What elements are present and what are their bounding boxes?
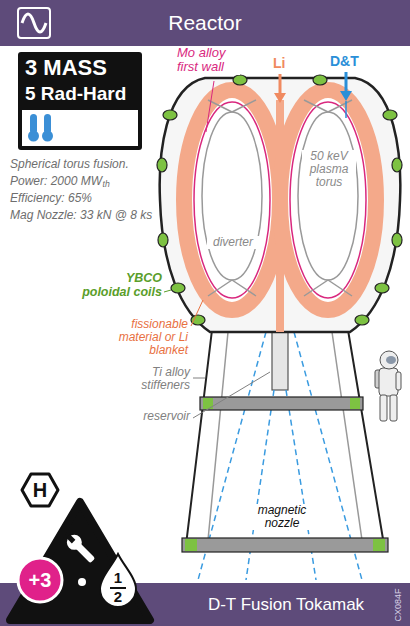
- poloidal-coils-part: [383, 110, 397, 120]
- part-label: Li: [273, 56, 285, 71]
- poloidal-coils-part: [313, 75, 327, 85]
- part-label: D&T: [330, 54, 359, 69]
- astronaut-part: [379, 368, 398, 396]
- poloidal-coils-part: [392, 158, 402, 172]
- first-wall-part: [194, 102, 270, 298]
- mass-value: 3 MASS: [25, 55, 107, 81]
- poloidal-coils-part: [163, 110, 177, 120]
- tokamak-housing-part: [160, 78, 401, 332]
- part-label: YBCO poloidal coils: [78, 272, 162, 300]
- action-triangle-part: [64, 532, 85, 553]
- blanket-part: [184, 90, 280, 310]
- nozzle-rings-part: [185, 539, 197, 551]
- poloidal-coils: [157, 75, 402, 325]
- header-bar-part: [0, 0, 410, 46]
- blanket-part: [276, 100, 284, 332]
- poloidal-coils-part: [233, 75, 247, 85]
- hex-letter: H: [20, 472, 60, 508]
- fraction-numerator: 1: [98, 570, 138, 586]
- poloidal-coils-part: [171, 283, 185, 293]
- bonus-value: +3: [16, 556, 64, 604]
- part-label: fissionable material or Li blanket: [116, 318, 188, 358]
- plasma-torus-part: [298, 112, 358, 280]
- header-bar-part: [18, 8, 50, 38]
- card-code: CX084F: [392, 585, 404, 625]
- feed-arrows-part: [274, 93, 286, 103]
- nozzle-rings-part: [350, 398, 360, 409]
- thermometer-icon: [28, 131, 39, 142]
- rad-hard-value: 5 Rad-Hard: [25, 82, 126, 106]
- spec-text: Spherical torus fusion.: [10, 158, 129, 171]
- thermometer-icon: [42, 131, 53, 142]
- part-label: 50 keV plasma torus: [302, 150, 356, 190]
- spec-text: Mag Nozzle: 33 kN @ 8 ks: [10, 209, 152, 222]
- astronaut: [375, 351, 401, 421]
- astronaut-part: [390, 395, 397, 421]
- astronaut-part: [380, 395, 387, 421]
- leader-lines-part: [206, 81, 214, 132]
- nozzle-rings-part: [182, 538, 388, 552]
- astronaut-part: [380, 351, 398, 369]
- card-title: Reactor: [60, 10, 350, 36]
- nozzle-rings: [182, 397, 388, 552]
- hex-badge: H: [20, 472, 60, 508]
- feed-arrows: [274, 72, 352, 118]
- heat-panel: [22, 110, 138, 146]
- nozzle-frame: [186, 330, 384, 545]
- astronaut-part: [396, 372, 401, 390]
- spec-subscript: th: [103, 180, 110, 190]
- blanket: [184, 90, 376, 332]
- poloidal-coils-part: [375, 283, 389, 293]
- fraction-denominator: 2: [98, 589, 138, 605]
- poloidal-coils-part: [158, 233, 168, 247]
- action-triangle-part: [66, 534, 75, 543]
- part-label: Ti alloy stiffeners: [128, 366, 190, 392]
- first-wall: [194, 102, 366, 298]
- nozzle-frame-part: [186, 330, 384, 545]
- card-name: D-T Fusion Tokamak: [199, 583, 373, 626]
- blanket-part: [280, 90, 376, 310]
- part-label: Mo alloy first wall: [176, 46, 240, 75]
- nozzle-frame-part: [208, 332, 362, 540]
- spec-text: Power: 2000 MW: [10, 175, 102, 188]
- header-bar: [0, 0, 410, 46]
- leader-lines-part: [193, 372, 270, 418]
- first-wall-part: [290, 102, 366, 298]
- leader-lines-part: [164, 290, 171, 292]
- part-label: diverter: [207, 236, 259, 249]
- tokamak-housing: [160, 78, 401, 332]
- poloidal-coils-part: [355, 315, 369, 325]
- feed-arrows-part: [340, 91, 352, 101]
- action-triangle-part: [10, 502, 150, 620]
- action-triangle-part: [78, 578, 86, 586]
- nozzle-rings-part: [373, 539, 385, 551]
- stats-box: 3 MASS5 Rad-Hard: [18, 52, 142, 150]
- feed-arrows-part: [345, 72, 348, 92]
- action-triangle-part: [63, 531, 98, 566]
- part-label: magnetic nozzle: [246, 504, 318, 530]
- fuel-drop: 12: [98, 552, 138, 608]
- leader-lines-part: [191, 300, 203, 326]
- feed-arrows-part: [279, 74, 282, 94]
- plasma-torus-part: [304, 100, 352, 296]
- poloidal-coils-part: [392, 233, 402, 247]
- action-triangle: [10, 502, 150, 620]
- astronaut-part: [386, 356, 396, 364]
- poloidal-coils-part: [191, 315, 205, 325]
- name-band: D-T Fusion Tokamak: [199, 583, 373, 626]
- plasma-torus: [202, 100, 358, 296]
- poloidal-coils-part: [157, 158, 167, 172]
- feed-arrows-part: [345, 101, 347, 118]
- part-label: reservoir: [120, 410, 190, 423]
- bonus-circle: +3: [16, 556, 64, 604]
- spec-text: Efficiency: 65%: [10, 192, 92, 205]
- plasma-torus-part: [202, 112, 262, 280]
- header-bar-part: [22, 14, 46, 32]
- plasma-torus-part: [208, 100, 256, 296]
- leader-lines-part: [193, 378, 205, 379]
- nozzle-frame-part: [272, 332, 288, 390]
